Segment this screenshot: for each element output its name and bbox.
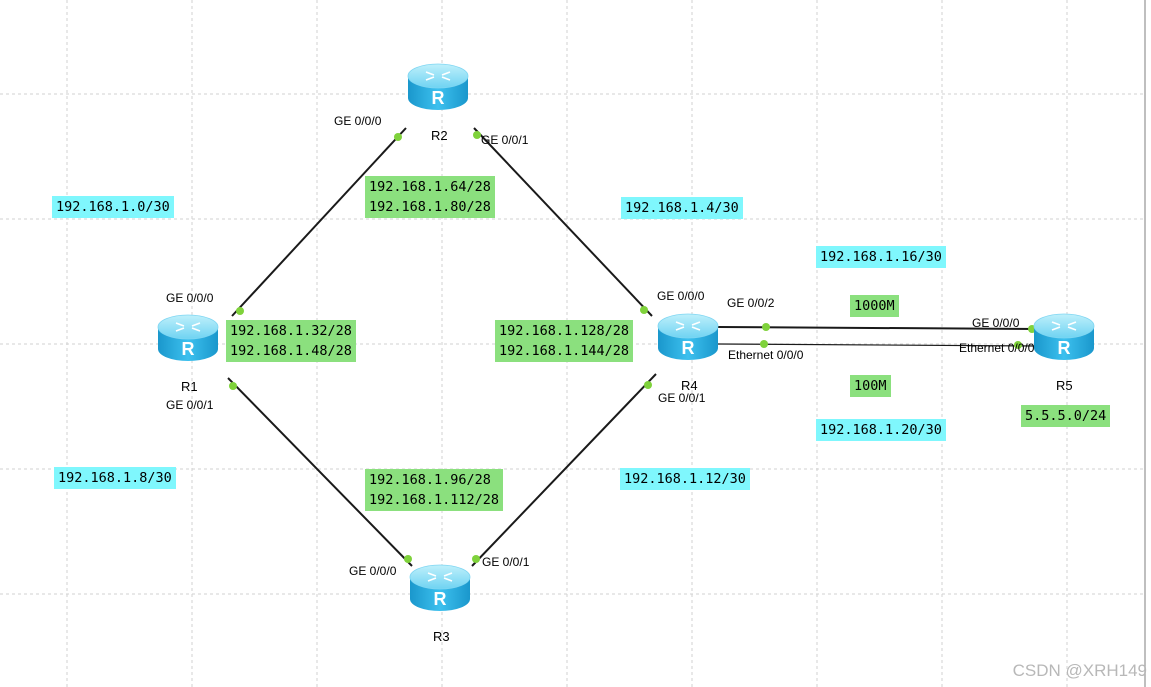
lan-label-r5: 5.5.5.0/24 [1021,405,1111,427]
bandwidth-label-ge: 1000M [850,295,899,317]
lan-r1-net-1: 192.168.1.32/28 [230,323,352,339]
port-dot [640,306,648,314]
network-label-r2-r4: 192.168.1.4/30 [621,197,743,219]
router-r1[interactable] [157,314,219,362]
link-r1-r3[interactable] [227,377,413,567]
port-dot [229,382,237,390]
network-label-r3-r4: 192.168.1.12/30 [620,468,750,490]
lan-label-r4: 192.168.1.128/28 192.168.1.144/28 [495,320,634,362]
lan-r2-net-2: 192.168.1.80/28 [369,199,491,215]
port-label-r2-ge000: GE 0/0/0 [334,114,382,128]
network-label-r1-r2: 192.168.1.0/30 [52,196,174,218]
port-label-r4-ge002: GE 0/0/2 [727,296,775,310]
link-r1-r2[interactable] [231,127,407,317]
router-label-r5: R5 [1056,378,1073,393]
lan-label-r3: 192.168.1.96/28 192.168.1.112/28 [365,469,504,511]
link-r3-r4[interactable] [471,373,657,567]
lan-r1-net-2: 192.168.1.48/28 [230,343,352,359]
lan-r3-net-2: 192.168.1.112/28 [369,492,500,508]
port-label-r4-ge001: GE 0/0/1 [658,391,706,405]
port-dot [644,381,652,389]
router-r4[interactable] [657,313,719,361]
router-label-r4: R4 [681,378,698,393]
lan-r3-net-1: 192.168.1.96/28 [369,472,491,488]
router-label-r1: R1 [181,379,198,394]
port-dot [404,555,412,563]
router-label-r3: R3 [433,629,450,644]
network-label-r4-r5-ge: 192.168.1.16/30 [816,246,946,268]
router-r5[interactable] [1033,313,1095,361]
port-label-r4-ge000: GE 0/0/0 [657,289,705,303]
link-r4-r5-eth[interactable] [717,343,1041,347]
port-dot [1014,341,1022,349]
port-label-r5-ge000: GE 0/0/0 [972,316,1020,330]
lan-r2-net-1: 192.168.1.64/28 [369,179,491,195]
network-label-r4-r5-eth: 192.168.1.20/30 [816,419,946,441]
port-label-r3-ge001: GE 0/0/1 [482,555,530,569]
lan-r4-net-1: 192.168.1.128/28 [499,323,630,339]
port-dot [472,555,480,563]
port-label-r2-ge001: GE 0/0/1 [481,133,529,147]
port-dots [229,131,1036,563]
lan-label-r2: 192.168.1.64/28 192.168.1.80/28 [365,176,495,218]
bandwidth-label-eth: 100M [850,375,891,397]
port-dot [760,340,768,348]
router-r2[interactable] [407,63,469,111]
network-label-r1-r3: 192.168.1.8/30 [54,467,176,489]
port-label-r1-ge001: GE 0/0/1 [166,398,214,412]
port-label-r3-ge000: GE 0/0/0 [349,564,397,578]
watermark: CSDN @XRH149 [1012,661,1147,680]
port-dot [394,133,402,141]
lan-label-r1: 192.168.1.32/28 192.168.1.48/28 [226,320,356,362]
lan-r4-net-2: 192.168.1.144/28 [499,343,630,359]
router-r3[interactable] [409,564,471,612]
port-label-r5-eth000: Ethernet 0/0/0 [959,341,1035,355]
port-label-r4-eth000: Ethernet 0/0/0 [728,348,804,362]
port-dot [473,131,481,139]
port-label-r1-ge000: GE 0/0/0 [166,291,214,305]
router-label-r2: R2 [431,128,448,143]
port-dot [236,307,244,315]
link-r2-r4[interactable] [473,127,653,317]
links [227,127,1041,567]
link-r4-r5-ge[interactable] [717,326,1041,330]
port-dot [762,323,770,331]
